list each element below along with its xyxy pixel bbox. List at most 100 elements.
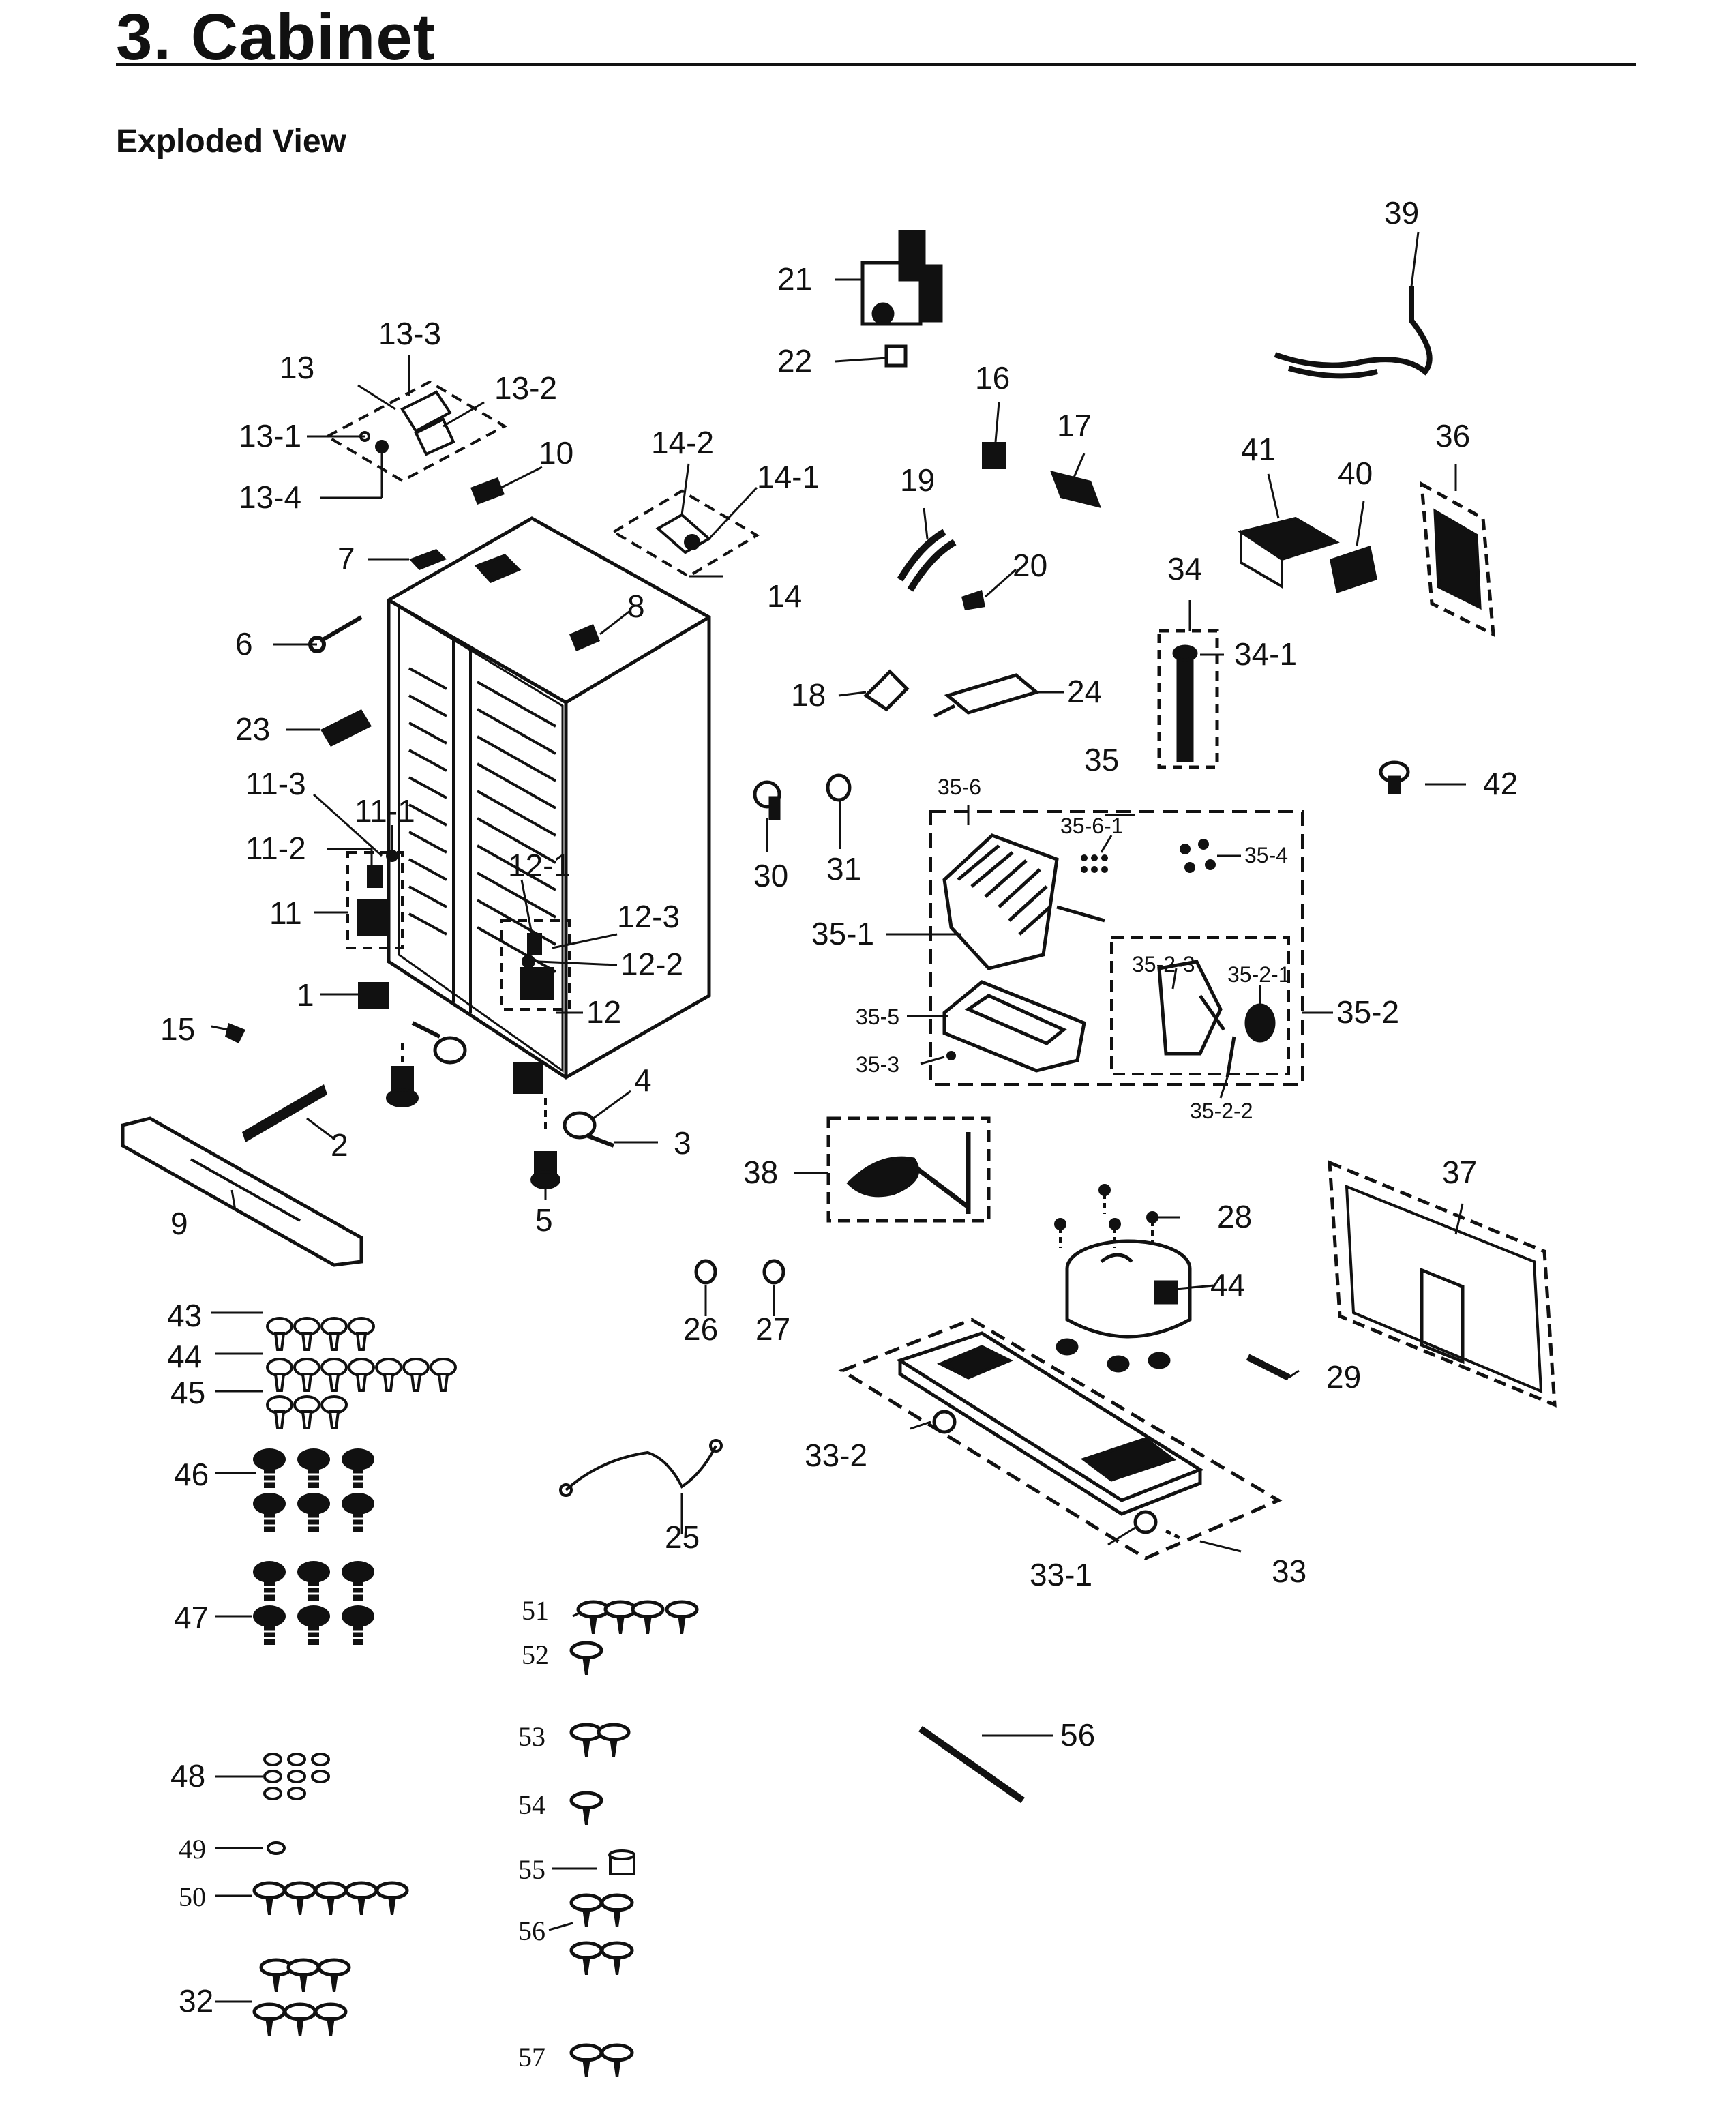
callout-9: 9 <box>170 1206 188 1241</box>
callout-46: 46 <box>174 1457 209 1492</box>
part-40 <box>1330 546 1377 593</box>
callout-16: 16 <box>975 360 1010 396</box>
callout-11-2: 11-2 <box>245 831 306 866</box>
callout-35-6: 35-6 <box>938 775 981 799</box>
callout-38: 38 <box>743 1155 778 1190</box>
fastener-set-50 <box>254 1883 407 1915</box>
part-17 <box>1050 471 1101 508</box>
callout-14: 14 <box>767 578 802 614</box>
fastener-set-56 <box>571 1895 632 1975</box>
callout-35-1: 35-1 <box>811 916 874 951</box>
part-31 <box>826 773 852 802</box>
fastener-set-46 <box>252 1447 376 1534</box>
fastener-49 <box>267 1841 286 1855</box>
part-55 <box>608 1849 635 1875</box>
callout-40: 40 <box>1338 456 1373 491</box>
callout-42: 42 <box>1483 766 1518 801</box>
callout-36: 36 <box>1435 418 1470 453</box>
fastener-set-53 <box>571 1725 629 1757</box>
callout-35-2: 35-2 <box>1336 994 1399 1030</box>
part-24 <box>933 673 1041 718</box>
part-41-board <box>1238 516 1340 589</box>
callout-12: 12 <box>586 994 621 1030</box>
fastener-set-51 <box>578 1602 697 1634</box>
fastener-52 <box>571 1643 601 1675</box>
callout-34-1: 34-1 <box>1234 636 1297 672</box>
fastener-set-45 <box>266 1395 348 1429</box>
callout-8: 8 <box>627 589 645 624</box>
callout-19: 19 <box>900 462 935 498</box>
callout-12-1: 12-1 <box>508 848 571 883</box>
callout-25: 25 <box>665 1519 700 1555</box>
callout-24: 24 <box>1067 674 1102 709</box>
part-35-fasteners <box>946 839 1216 1060</box>
callout-2: 2 <box>331 1127 348 1163</box>
callout-41: 41 <box>1241 432 1276 467</box>
cabinet-body <box>387 516 711 1080</box>
hinge-13-group <box>324 380 508 483</box>
part-56-rod <box>918 1725 1025 1804</box>
page-subtitle: Exploded View <box>116 123 346 160</box>
callout-30: 30 <box>753 858 788 893</box>
part-35-6-condenser <box>942 833 1105 970</box>
part-25-cable <box>559 1439 723 1497</box>
callout-13-2: 13-2 <box>494 370 557 406</box>
part-38 <box>826 1116 991 1223</box>
callout-3: 3 <box>674 1125 691 1161</box>
part-10 <box>470 477 505 505</box>
part-19 <box>897 529 957 592</box>
callout-35: 35 <box>1084 742 1119 777</box>
callout-11: 11 <box>269 895 302 931</box>
callout-39: 39 <box>1384 195 1419 230</box>
callout-6: 6 <box>235 626 253 661</box>
callout-22: 22 <box>777 343 812 378</box>
leader-lines <box>211 231 1466 2003</box>
part-30 <box>753 780 781 820</box>
part-9-cover <box>121 1116 363 1267</box>
callout-12-3: 12-3 <box>617 899 680 934</box>
callout-34: 34 <box>1167 551 1202 586</box>
part-29 <box>1246 1354 1291 1381</box>
callout-49: 49 <box>179 1834 206 1864</box>
callout-33-2: 33-2 <box>805 1438 867 1473</box>
callout-35-2-1: 35-2-1 <box>1227 962 1291 987</box>
callout-13-4: 13-4 <box>239 479 301 515</box>
part-1 <box>358 982 389 1009</box>
callout-35-3: 35-3 <box>856 1052 899 1077</box>
fastener-set-44 <box>266 1358 457 1392</box>
part-22 <box>884 344 908 368</box>
part-6 <box>308 615 363 653</box>
callout-44: 44 <box>167 1339 202 1374</box>
callout-55: 55 <box>518 1854 545 1885</box>
callout-14-1: 14-1 <box>757 459 820 494</box>
part-42 <box>1379 760 1410 794</box>
fastener-54 <box>571 1793 601 1825</box>
part-15 <box>225 1023 245 1043</box>
callout-17: 17 <box>1057 408 1092 443</box>
parts-26-27 <box>694 1259 785 1285</box>
part-36-cover <box>1420 481 1495 638</box>
hinge-12-group <box>500 919 571 1011</box>
callout-47: 47 <box>174 1600 209 1635</box>
callout-51: 51 <box>522 1595 549 1626</box>
fastener-set-57 <box>571 2045 632 2077</box>
callout-10: 10 <box>539 435 573 471</box>
callout-7: 7 <box>338 541 355 576</box>
callout-33: 33 <box>1272 1553 1306 1589</box>
part-34-tube <box>1157 629 1219 769</box>
callout-1: 1 <box>297 977 314 1013</box>
compressor-screws <box>1054 1184 1158 1248</box>
callout-48: 48 <box>170 1758 205 1794</box>
part-18 <box>863 669 910 712</box>
cabinet-feet <box>386 1021 615 1189</box>
callout-35-4: 35-4 <box>1244 843 1288 867</box>
callout-13: 13 <box>280 350 314 385</box>
callout-20: 20 <box>1013 548 1047 583</box>
part-33-2-roller <box>932 1410 957 1434</box>
fastener-set-47 <box>252 1560 376 1646</box>
part-21-valve <box>860 230 943 326</box>
part-33-1-roller <box>1133 1510 1181 1540</box>
callout-5: 5 <box>535 1202 553 1238</box>
callout-35-6-1: 35-6-1 <box>1060 814 1124 838</box>
callout-4: 4 <box>634 1062 652 1098</box>
